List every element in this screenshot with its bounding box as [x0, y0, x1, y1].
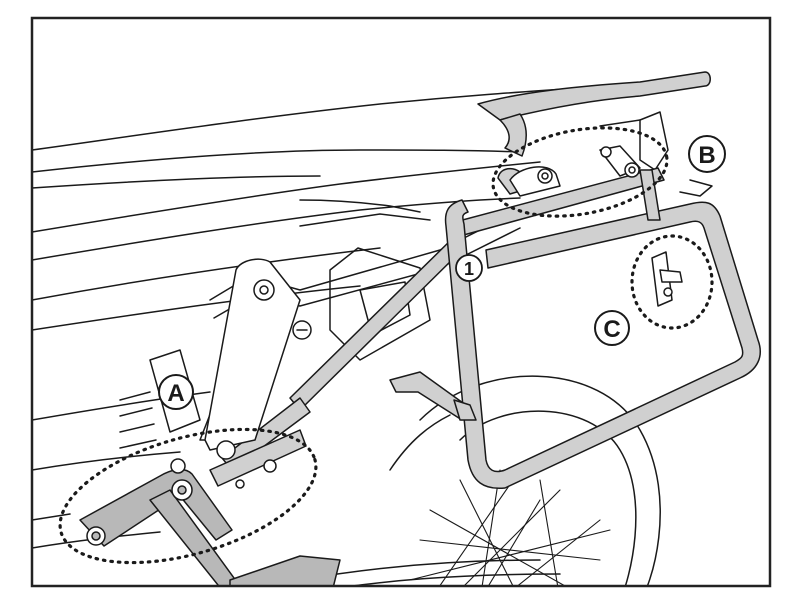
detail-circle-b [491, 126, 669, 218]
callout-b: B [688, 135, 726, 173]
callout-b-label: B [698, 142, 715, 169]
detail-circle-a [58, 427, 318, 565]
subframe-link-plate [204, 258, 312, 460]
detail-circle-c [630, 234, 714, 330]
callout-c-label: C [603, 316, 620, 343]
rear-wheel [389, 375, 661, 586]
mount-hardware-c [651, 251, 683, 307]
mount-hardware-b [509, 145, 641, 197]
motorcycle-body-outline [32, 87, 713, 586]
side-case-rack [221, 71, 761, 490]
callout-c: C [594, 310, 630, 346]
callout-a-label: A [167, 380, 184, 407]
footpeg-bracket [79, 458, 341, 586]
part-number-1-label: 1 [464, 259, 474, 279]
callout-a: A [158, 374, 194, 410]
diagram-frame [30, 16, 772, 588]
part-number-1: 1 [455, 254, 483, 282]
